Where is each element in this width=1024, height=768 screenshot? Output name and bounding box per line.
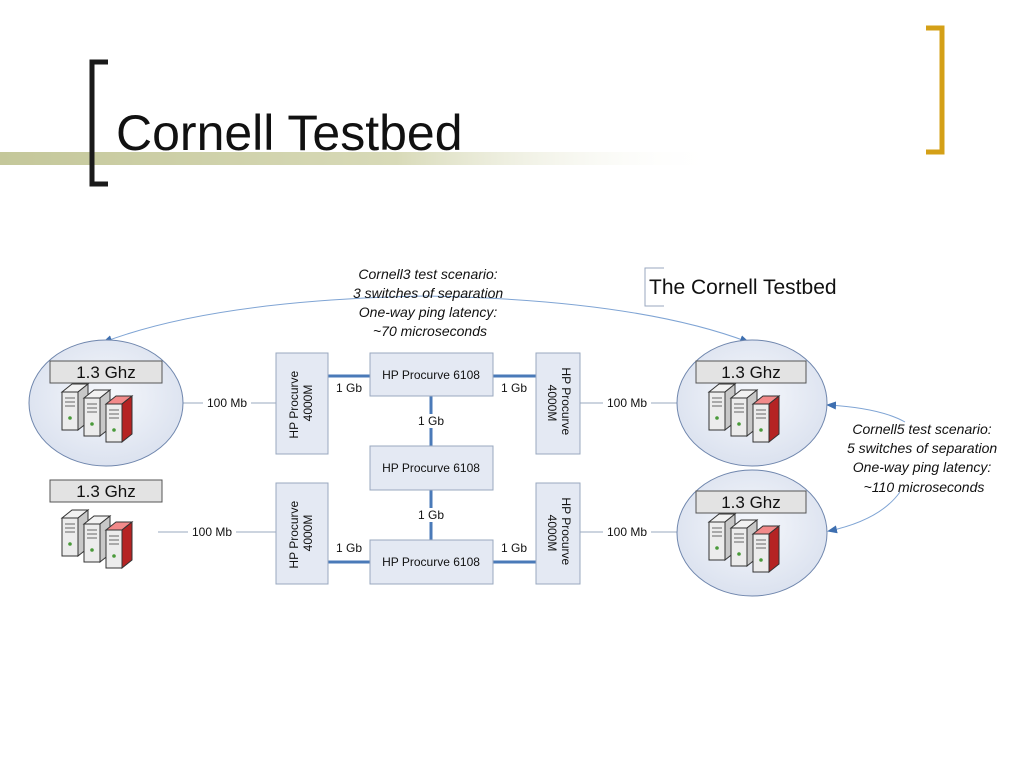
svg-text:HP Procurve 4000M: HP Procurve 4000M xyxy=(287,497,315,568)
server-group-bottom-left-icon xyxy=(62,510,132,568)
cornell5-line-3: One-way ping latency: xyxy=(853,459,992,475)
link-speed-label: 1 Gb xyxy=(336,381,362,395)
cornell3-line-2: 3 switches of separation xyxy=(353,285,503,301)
switch-label-line1: HP Procurve xyxy=(287,370,301,438)
cpu-label-text: 1.3 Ghz xyxy=(721,363,781,382)
cornell5-arc-top xyxy=(826,401,906,423)
svg-text:HP Procurve 4000M: HP Procurve 4000M xyxy=(287,367,315,438)
link-speed-label: 1 Gb xyxy=(501,381,527,395)
cornell5-line-4: ~110 microseconds xyxy=(864,479,985,495)
switch-label: HP Procurve 6108 xyxy=(382,555,480,569)
cornell3-line-4: ~70 microseconds xyxy=(373,323,487,339)
link-speed-label: 1 Gb xyxy=(501,541,527,555)
switch-label-line2: 4000M xyxy=(545,385,559,422)
switch-label-line1: HP Procurve xyxy=(287,500,301,568)
switch-label: HP Procurve 6108 xyxy=(382,368,480,382)
cpu-label-bottom-left: 1.3 Ghz xyxy=(49,479,163,503)
switch-procurve-6108-top: HP Procurve 6108 xyxy=(369,352,494,397)
cornell3-line-3: One-way ping latency: xyxy=(359,304,498,320)
cpu-label-text: 1.3 Ghz xyxy=(721,493,781,512)
link-labels: 100 Mb 100 Mb 100 Mb 100 Mb 1 Gb 1 Gb 1 … xyxy=(188,381,651,555)
network-links xyxy=(328,374,536,564)
link-speed-label: 1 Gb xyxy=(418,508,444,522)
diagram-caption: The Cornell Testbed xyxy=(649,276,837,299)
cpu-label-text: 1.3 Ghz xyxy=(76,482,136,501)
switch-label-line2: 4000M xyxy=(545,515,559,552)
cornell5-line-1: Cornell5 test scenario: xyxy=(852,421,991,437)
switch-procurve-4000m-bottom-left: HP Procurve 4000M xyxy=(275,482,329,585)
caption-bracket xyxy=(644,267,664,307)
page-title: Cornell Testbed xyxy=(116,105,463,161)
cornell3-arc xyxy=(102,295,427,343)
svg-text:HP Procurve 4000M: HP Procurve 4000M xyxy=(545,497,573,568)
svg-text:HP Procurve 4000M: HP Procurve 4000M xyxy=(545,367,573,438)
cornell5-scenario-text: Cornell5 test scenario: 5 switches of se… xyxy=(847,421,1001,495)
title-accent-bar xyxy=(0,152,720,165)
link-speed-label: 100 Mb xyxy=(207,396,247,410)
switch-procurve-4000m-bottom-right: HP Procurve 4000M xyxy=(535,482,581,585)
switch-label-line2: 4000M xyxy=(301,385,315,422)
switch-procurve-6108-middle: HP Procurve 6108 xyxy=(369,445,494,491)
switch-procurve-4000m-top-left: HP Procurve 4000M xyxy=(275,352,329,455)
link-speed-label: 1 Gb xyxy=(418,414,444,428)
left-bracket xyxy=(89,59,108,187)
switch-label-line1: HP Procurve xyxy=(559,367,573,435)
switch-label-line2: 4000M xyxy=(301,515,315,552)
link-speed-label: 1 Gb xyxy=(336,541,362,555)
link-speed-label: 100 Mb xyxy=(607,525,647,539)
link-speed-label: 100 Mb xyxy=(192,525,232,539)
cornell3-scenario-text: Cornell3 test scenario: 3 switches of se… xyxy=(353,266,507,339)
switch-procurve-4000m-top-right: HP Procurve 4000M xyxy=(535,352,581,455)
cpu-label-top-left: 1.3 Ghz xyxy=(49,360,163,384)
cornell3-line-1: Cornell3 test scenario: xyxy=(358,266,497,282)
cornell5-arc-bottom xyxy=(827,491,901,534)
cpu-label-text: 1.3 Ghz xyxy=(76,363,136,382)
switch-label-line1: HP Procurve xyxy=(559,497,573,565)
link-speed-label: 100 Mb xyxy=(607,396,647,410)
cpu-label-bottom-right: 1.3 Ghz xyxy=(695,490,807,514)
switch-label: HP Procurve 6108 xyxy=(382,461,480,475)
right-bracket xyxy=(926,25,945,155)
switch-procurve-6108-bottom: HP Procurve 6108 xyxy=(369,539,494,585)
cornell3-arc-right xyxy=(425,295,750,343)
cpu-label-top-right: 1.3 Ghz xyxy=(695,360,807,384)
cornell5-line-2: 5 switches of separation xyxy=(847,440,997,456)
